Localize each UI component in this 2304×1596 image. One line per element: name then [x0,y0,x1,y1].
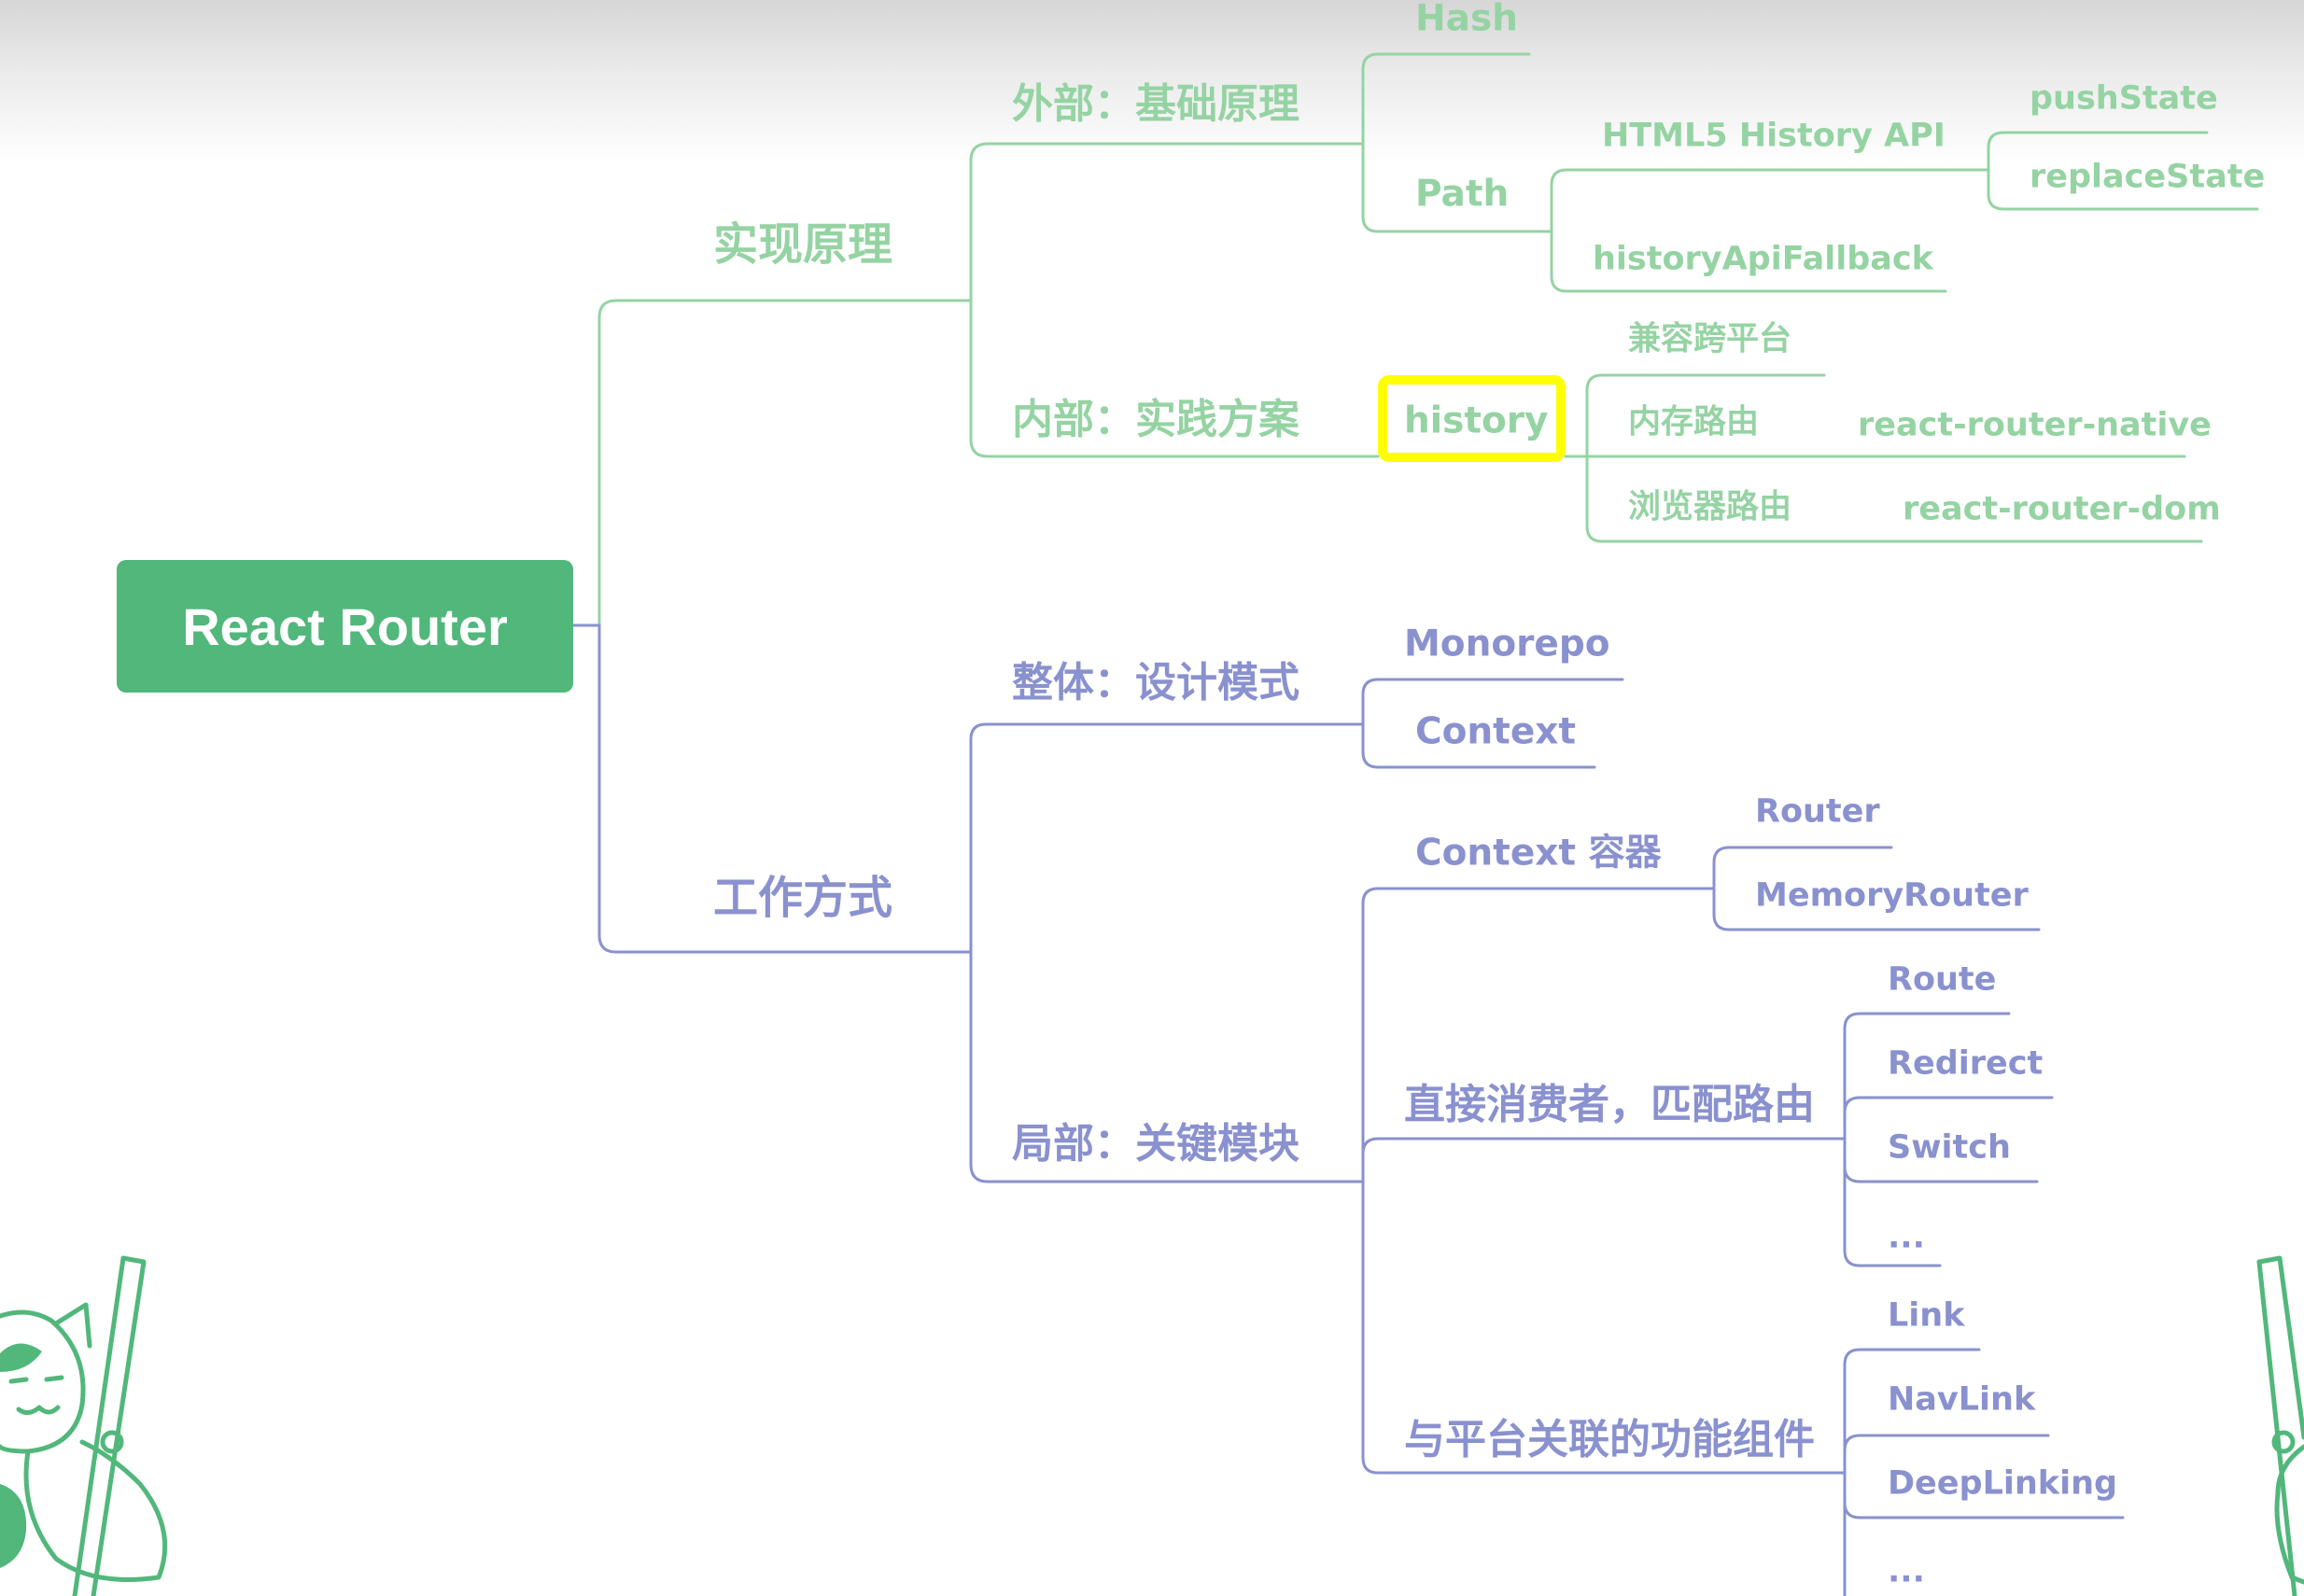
node-memory-router[interactable]: MemoryRouter [1755,876,2029,915]
connector-overall-to-monorepo [1361,678,1624,726]
connector-container-to-memoryrouter [1712,887,2041,931]
node-navlink[interactable]: NavLink [1888,1380,2036,1419]
node-history-api-fallback[interactable]: historyApiFallback [1593,240,1933,278]
connector-consumers-to-route [1843,1012,2011,1141]
connector-overall-to-context [1361,722,1596,769]
node-browser-routing[interactable]: 浏览器路由 [1628,488,1792,526]
connector-external-to-path [1361,142,1553,233]
node-history[interactable]: history [1404,399,1549,442]
connector-local-to-container [1361,887,1716,1183]
node-deeplinking[interactable]: DeepLinking [1888,1464,2118,1503]
node-internal-practice[interactable]: 内部：实践方案 [1012,396,1300,443]
node-platform-more[interactable]: ... [1888,1552,1925,1590]
connector-bottom-to-local [969,950,1365,1183]
node-cross-platform[interactable]: 兼容跨平台 [1628,320,1792,358]
node-external-basics[interactable]: 外部：基础原理 [1012,80,1300,128]
connector-top-to-external [969,142,1365,302]
node-pushstate[interactable]: pushState [2030,79,2218,118]
connector-root-to-bottom [571,623,973,954]
node-switch[interactable]: Switch [1888,1128,2011,1167]
connector-html5-to-pushstate [1987,131,2209,172]
node-consumers-more[interactable]: ... [1888,1218,1925,1256]
node-platform-components[interactable]: 与平台关联的功能组件 [1404,1416,1815,1463]
root-label: React Router [182,596,508,656]
top-fade-overlay [0,0,2304,163]
node-direct-consumers[interactable]: 直接消费者，匹配路由 [1404,1081,1815,1128]
connector-root-to-top [571,299,973,627]
node-memory-routing[interactable]: 内存路由 [1628,403,1760,441]
root-node[interactable]: React Router [117,560,573,693]
connector-history-to-browser [1585,455,2203,543]
node-router[interactable]: Router [1755,792,1880,831]
node-redirect[interactable]: Redirect [1888,1044,2044,1083]
connector-history-to-crossplatform [1585,373,1826,458]
connector-local-to-platform [1361,1180,1847,1475]
node-context-container[interactable]: Context 容器 [1415,832,1662,875]
node-context[interactable]: Context [1415,710,1577,753]
node-link[interactable]: Link [1888,1296,1965,1335]
node-overall-design[interactable]: 整体：设计模式 [1012,659,1300,707]
connector-path-to-html5 [1550,168,1990,233]
connector-consumers-to-more [1843,1137,1942,1267]
node-react-router-native[interactable]: react-router-native [1858,406,2212,444]
node-implementation-principle[interactable]: 实现原理 [713,218,893,271]
node-working-mode[interactable]: 工作方式 [713,872,893,924]
node-replacestate[interactable]: replaceState [2030,158,2266,196]
connector-local-to-consumers [1361,1137,1847,1183]
node-monorepo[interactable]: Monorepo [1404,623,1610,665]
node-react-router-dom[interactable]: react-router-dom [1903,490,2221,528]
cat-mascot-left-icon [0,1255,168,1596]
connector-top-to-internal [969,299,1380,458]
cat-mascot-right-icon [2256,1255,2304,1596]
node-local-key-modules[interactable]: 局部：关键模块 [1012,1120,1300,1168]
connector-html5-to-replacestate [1987,168,2259,211]
connector-platform-to-link [1843,1348,1981,1475]
node-route[interactable]: Route [1888,960,1997,999]
node-path[interactable]: Path [1415,173,1510,216]
connector-consumers-to-redirect [1843,1096,2054,1141]
connector-external-to-hash [1361,52,1531,146]
node-html5-history-api[interactable]: HTML5 History API [1602,117,1946,155]
node-hash[interactable]: Hash [1415,0,1518,40]
connector-platform-to-navlink [1843,1434,2050,1475]
history-highlight-box [1378,375,1566,462]
connector-container-to-router [1712,846,1893,890]
connector-path-to-fallback [1550,230,1947,293]
connector-bottom-to-overall [969,722,1365,954]
